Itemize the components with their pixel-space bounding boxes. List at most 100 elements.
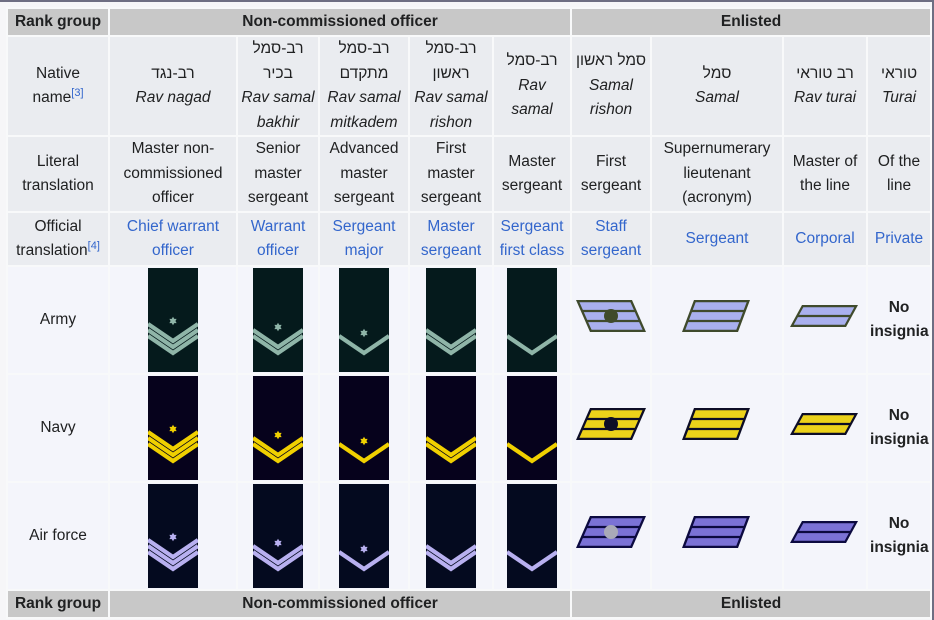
enlisted-group-footer: Enlisted (572, 591, 931, 617)
navy-shoulder-strap-icon[interactable] (505, 376, 559, 480)
literal-translation-text: Of the (877, 152, 921, 170)
rank-insignia-table: Rank group Non-commissioned officer Enli… (6, 7, 933, 619)
nco-group-footer: Non-commissioned officer (110, 591, 571, 617)
insignia-cell (784, 483, 867, 589)
literal-translation-text: line (886, 177, 912, 194)
official-translation-cell: Corporal (784, 213, 867, 265)
army-shoulder-strap-icon[interactable] (251, 268, 305, 372)
literal-translation-text: master (427, 164, 475, 182)
air-sleeve-stripe-icon[interactable] (575, 515, 647, 558)
insignia-cell (410, 267, 492, 373)
transliteration: Samal (589, 76, 633, 94)
air-shoulder-strap-icon[interactable] (505, 484, 559, 588)
window-frame-top (0, 0, 934, 2)
air-sleeve-stripe-icon[interactable] (681, 515, 753, 558)
reference-link-3[interactable]: [3] (71, 86, 84, 99)
insignia-cell (238, 375, 318, 481)
literal-translation-text: officer (152, 189, 194, 207)
literal-translation-text: the line (800, 177, 850, 194)
air-shoulder-strap-icon[interactable] (424, 484, 478, 588)
army-shoulder-strap-icon[interactable] (337, 268, 391, 372)
official-translation-link[interactable]: Corporal (795, 229, 855, 247)
service-label: Navy (8, 375, 108, 481)
hebrew-name: רב-סמל (338, 40, 390, 57)
service-label: Army (8, 267, 108, 373)
insignia-cell (320, 483, 408, 589)
enlisted-group-header: Enlisted (572, 9, 931, 35)
literal-translation-text: (acronym) (682, 189, 752, 207)
hebrew-name: רב טוראי (796, 64, 854, 82)
literal-translation-text: Supernumerary (663, 140, 771, 158)
literal-translation-text: Master of (792, 152, 858, 170)
reference-link-4[interactable]: [4] (87, 239, 100, 252)
army-sleeve-stripe-icon[interactable] (681, 299, 753, 342)
insignia-cell (572, 375, 651, 481)
navy-sleeve-stripe-icon[interactable] (681, 407, 753, 450)
literal-translation-text: sergeant (501, 177, 563, 194)
official-translation-link[interactable]: Sergeant (685, 229, 749, 247)
service-label: Air force (8, 483, 108, 589)
air-shoulder-strap-icon[interactable] (251, 484, 305, 588)
official-translation-cell: Sergeant (652, 213, 783, 265)
group-header-row: Rank group Non-commissioned officer Enli… (8, 9, 931, 35)
air-shoulder-strap-icon[interactable] (337, 484, 391, 588)
insignia-cell (572, 483, 651, 589)
native-name-label: Native name[3] (8, 37, 108, 135)
window-frame-right (932, 0, 934, 620)
army-shoulder-strap-icon[interactable] (424, 268, 478, 372)
army-shoulder-strap-icon[interactable] (505, 268, 559, 372)
transliteration: mitkadem (330, 113, 398, 131)
transliteration: Rav samal (241, 89, 315, 106)
literal-translation-row: Literal translation Master non-commissio… (8, 137, 931, 211)
nco-group-header: Non-commissioned officer (110, 9, 571, 35)
navy-shoulder-strap-icon[interactable] (146, 376, 200, 480)
rank-group-footer: Rank group (8, 591, 108, 617)
hebrew-name: רב-סמל (506, 52, 558, 70)
insignia-cell (110, 483, 236, 589)
navy-shoulder-strap-icon[interactable] (251, 376, 305, 480)
army-shoulder-strap-icon[interactable] (146, 268, 200, 372)
navy-sleeve-stripe-icon[interactable] (575, 407, 647, 450)
navy-shoulder-strap-icon[interactable] (424, 376, 478, 480)
insignia-cell (238, 483, 318, 589)
literal-translation-text: sergeant (420, 189, 482, 207)
literal-translation-text: sergeant (247, 189, 309, 207)
hebrew-name: רב-נגד (151, 64, 195, 82)
air-shoulder-strap-icon[interactable] (146, 484, 200, 588)
insignia-cell (784, 375, 867, 481)
army-sleeve-stripe-icon[interactable] (789, 304, 861, 337)
transliteration: rishon (429, 113, 473, 131)
navy-sleeve-stripe-icon[interactable] (789, 412, 861, 445)
navy-shoulder-strap-icon[interactable] (337, 376, 391, 480)
transliteration: Rav samal (511, 76, 553, 119)
literal-translation-text: sergeant (333, 189, 395, 207)
air-sleeve-stripe-icon[interactable] (789, 520, 861, 553)
army-sleeve-stripe-icon[interactable] (575, 299, 647, 342)
insignia-cell (320, 375, 408, 481)
hebrew-name: טוראי (880, 64, 918, 82)
insignia-cell (652, 267, 783, 373)
official-translation-link[interactable]: Private (874, 229, 924, 247)
official-translation-cell: Private (868, 213, 931, 265)
hebrew-name: מתקדם (339, 64, 389, 82)
